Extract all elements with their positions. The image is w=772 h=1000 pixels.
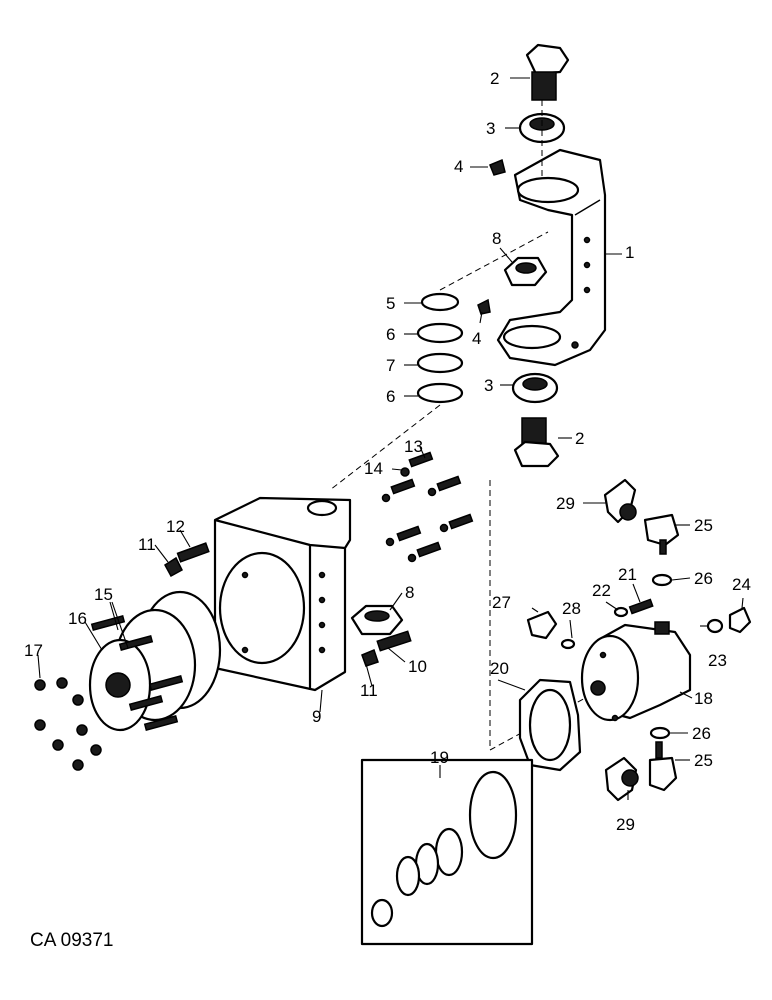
elbow-fitting-29-top xyxy=(603,478,637,524)
callout-28: 28 xyxy=(562,599,581,618)
callout-3: 3 xyxy=(486,119,495,138)
elbow-fitting-27 xyxy=(526,610,558,640)
callout-25: 25 xyxy=(694,516,713,535)
o-ring-26-upper xyxy=(651,573,673,587)
seal-kit-box xyxy=(360,758,534,946)
leader-lines xyxy=(37,77,744,800)
washer-23 xyxy=(706,618,724,634)
callout-12: 12 xyxy=(166,517,185,536)
callout-6: 6 xyxy=(386,387,395,406)
grease-fitting-top xyxy=(489,158,506,176)
callout-17: 17 xyxy=(24,641,43,660)
bolt-21 xyxy=(628,598,654,615)
wheel-studs xyxy=(90,615,184,731)
callout-29: 29 xyxy=(556,494,575,513)
callout-18: 18 xyxy=(694,689,713,708)
callout-6: 6 xyxy=(386,325,395,344)
bolt-12 xyxy=(164,542,210,578)
nut-upper xyxy=(503,256,548,287)
callout-26: 26 xyxy=(694,569,713,588)
callout-2: 2 xyxy=(575,429,584,448)
callout-9: 9 xyxy=(312,707,321,726)
washer-6-lower xyxy=(416,382,464,404)
callout-20: 20 xyxy=(490,659,509,678)
callout-11: 11 xyxy=(138,535,156,554)
nut-lower xyxy=(350,604,404,636)
callout-1: 1 xyxy=(625,243,634,262)
hydraulic-motor xyxy=(580,621,692,722)
adapter-25-bottom xyxy=(648,741,678,792)
callout-labels: 1 2 2 3 3 4 4 5 6 7 6 8 8 9 10 11 11 12 … xyxy=(24,69,751,834)
callout-5: 5 xyxy=(386,294,395,313)
bolt-10 xyxy=(361,630,412,667)
callout-24: 24 xyxy=(732,575,751,594)
callout-8: 8 xyxy=(405,583,414,602)
callout-4: 4 xyxy=(472,329,481,348)
spindle-bracket xyxy=(496,148,607,367)
o-ring-26-lower xyxy=(649,726,671,740)
callout-11: 11 xyxy=(360,681,378,700)
callout-16: 16 xyxy=(68,609,87,628)
callout-10: 10 xyxy=(408,657,427,676)
housing xyxy=(213,496,352,692)
callout-22: 22 xyxy=(592,581,611,600)
callout-2: 2 xyxy=(490,69,499,88)
callout-19: 19 xyxy=(430,748,449,767)
gasket xyxy=(518,678,582,772)
callout-4: 4 xyxy=(454,157,463,176)
callout-3: 3 xyxy=(484,376,493,395)
wheel-hub xyxy=(88,590,222,732)
ring-7 xyxy=(416,352,464,374)
drawing-code: CA 09371 xyxy=(30,930,113,951)
callout-25: 25 xyxy=(694,751,713,770)
callout-29: 29 xyxy=(616,815,635,834)
grease-fitting-mid xyxy=(477,298,491,315)
bearing-bottom xyxy=(511,372,559,404)
elbow-fitting-29-bottom xyxy=(604,756,639,802)
o-ring-28 xyxy=(560,638,576,650)
bolt-top xyxy=(525,43,570,101)
callout-8: 8 xyxy=(492,229,501,248)
bearing-top xyxy=(518,112,566,144)
lug-nuts xyxy=(34,677,102,771)
callout-14: 14 xyxy=(364,459,383,478)
axis-line-rings xyxy=(439,231,549,291)
axis-line-rings-down xyxy=(329,404,441,491)
washer-6-upper xyxy=(416,322,464,344)
callout-23: 23 xyxy=(708,651,727,670)
seal-ring-5 xyxy=(420,292,460,312)
elbow-fitting-24 xyxy=(728,606,752,634)
callout-15: 15 xyxy=(94,585,113,604)
housing-bolts xyxy=(381,451,474,563)
callout-26: 26 xyxy=(692,724,711,743)
callout-21: 21 xyxy=(618,565,637,584)
callout-7: 7 xyxy=(386,356,395,375)
callout-27: 27 xyxy=(492,593,511,612)
callout-13: 13 xyxy=(404,437,423,456)
adapter-25-top xyxy=(643,513,680,555)
bolt-bottom xyxy=(513,417,560,468)
